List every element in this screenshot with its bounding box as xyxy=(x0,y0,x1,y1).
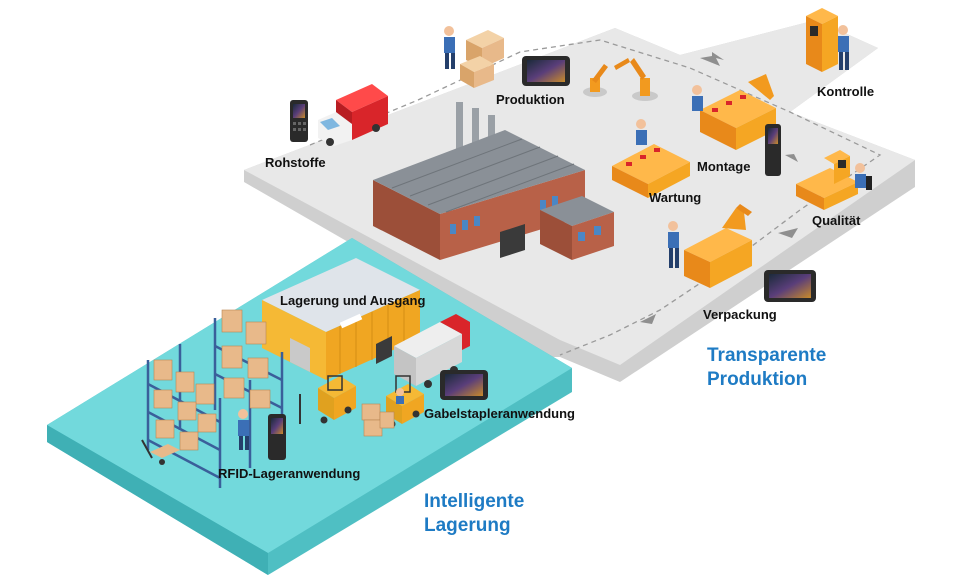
headline-warehouse-line2: Lagerung xyxy=(424,515,511,536)
robot-arm-icon xyxy=(583,58,658,101)
conveyor-machine-icon xyxy=(612,144,690,198)
label-montage: Montage xyxy=(697,159,751,174)
pallet-rack-icon xyxy=(146,309,284,488)
factory-icon xyxy=(373,102,614,260)
headline-production-line2: Produktion xyxy=(707,369,808,390)
delivery-truck-icon xyxy=(318,84,388,146)
label-qualitaet: Qualität xyxy=(812,213,861,228)
flow-arrow-icon xyxy=(640,52,798,324)
warehouse-building xyxy=(262,258,420,380)
forklift-icon xyxy=(299,375,356,424)
label-wartung: Wartung xyxy=(649,190,702,205)
tablet-icon xyxy=(764,270,816,302)
label-gabelstapler: Gabelstapleranwendung xyxy=(424,406,575,421)
conveyor-machine-icon xyxy=(684,204,752,288)
worker-icon xyxy=(444,26,455,69)
label-rohstoffe: Rohstoffe xyxy=(265,155,326,170)
headline-warehouse: Intelligente Lagerung xyxy=(424,490,524,538)
control-cabinet xyxy=(806,8,838,72)
handheld-terminal-icon xyxy=(765,124,781,176)
worker-icon xyxy=(636,119,647,145)
conveyor-machine-icon xyxy=(700,74,776,150)
worker-icon xyxy=(838,25,849,70)
pallet-jack xyxy=(141,439,180,465)
tablet-icon xyxy=(440,370,488,400)
cardboard-boxes xyxy=(361,403,395,437)
label-lagerung-ausgang: Lagerung und Ausgang xyxy=(280,293,426,308)
label-produktion: Produktion xyxy=(496,92,565,107)
headline-production-line1: Transparente xyxy=(707,345,827,366)
headline-production: Transparente Produktion xyxy=(707,344,826,392)
worker-icon xyxy=(855,163,872,190)
handheld-terminal-icon xyxy=(290,100,308,142)
tablet-icon xyxy=(522,56,570,86)
conveyor-machine-icon xyxy=(796,150,858,210)
handheld-terminal-icon xyxy=(268,414,286,460)
label-kontrolle: Kontrolle xyxy=(817,84,875,99)
cardboard-boxes xyxy=(460,30,504,88)
worker-icon xyxy=(238,409,249,450)
worker-icon xyxy=(668,221,679,268)
label-rfid: RFID-Lageranwendung xyxy=(218,466,361,481)
label-verpackung: Verpackung xyxy=(703,307,777,322)
headline-warehouse-line1: Intelligente xyxy=(424,491,525,512)
worker-icon xyxy=(692,85,703,111)
